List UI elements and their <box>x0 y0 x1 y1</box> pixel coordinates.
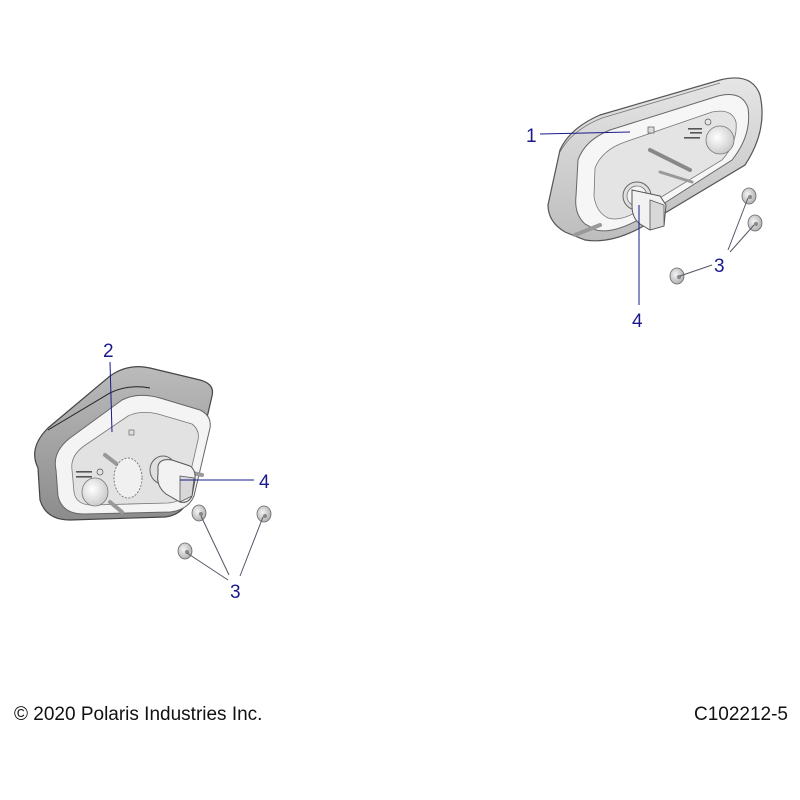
bulb-socket-right <box>622 181 667 231</box>
nut-left-1 <box>191 504 207 522</box>
callout-4-right: 4 <box>632 311 643 332</box>
callout-4-left: 4 <box>259 472 270 493</box>
tail-light-left <box>34 366 214 521</box>
callout-3-right: 3 <box>714 256 725 277</box>
callout-3-left: 3 <box>230 582 241 603</box>
tail-light-right <box>547 77 763 242</box>
nut-right-2 <box>747 214 763 232</box>
copyright-text: © 2020 Polaris Industries Inc. <box>14 704 263 725</box>
nut-left-2 <box>256 505 272 523</box>
bulb-socket-left <box>149 455 196 503</box>
nut-left-3 <box>177 542 193 560</box>
leader-lines <box>109 131 755 581</box>
nut-right-3 <box>669 267 685 285</box>
callout-1: 1 <box>526 126 537 147</box>
diagram-code: C102212-5 <box>693 704 788 725</box>
nut-right-1 <box>741 187 757 205</box>
callout-2: 2 <box>103 341 114 362</box>
